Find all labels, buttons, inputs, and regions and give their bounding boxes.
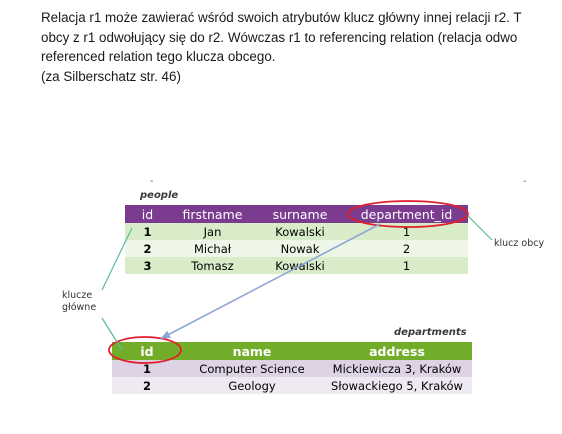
foreign-key-connector (467, 215, 493, 241)
departments-caption: departments (394, 327, 467, 338)
table-row: 1 Jan Kowalski 1 (125, 223, 468, 240)
table-row: 1 Computer Science Mickiewicza 3, Kraków (112, 360, 472, 377)
people-header-row: id firstname surname department_id (125, 205, 468, 223)
primary-keys-label-line: główne (62, 302, 97, 313)
departments-header-address: address (322, 342, 472, 360)
people-cell-id: 1 (125, 223, 170, 240)
people-cell-surname: Nowak (255, 240, 345, 257)
people-cell-id: 3 (125, 257, 170, 274)
department-pk-highlight (108, 336, 182, 364)
departments-table: id name address 1 Computer Science Micki… (112, 342, 472, 394)
departments-header-row: id name address (112, 342, 472, 360)
people-cell-firstname: Michał (170, 240, 255, 257)
paragraph-line: referenced relation tego klucza obcego. (41, 49, 276, 64)
departments-cell-address: Słowackiego 5, Kraków (322, 377, 472, 394)
people-cell-surname: Kowalski (255, 223, 345, 240)
people-cell-firstname: Jan (170, 223, 255, 240)
people-caption: people (140, 190, 179, 201)
paragraph-line: (za Silberschatz str. 46) (41, 68, 181, 84)
people-table: id firstname surname department_id 1 Jan… (125, 205, 468, 274)
table-row: 2 Geology Słowackiego 5, Kraków (112, 377, 472, 394)
people-header-id: id (125, 205, 170, 223)
departments-cell-id: 2 (112, 377, 182, 394)
people-header-surname: surname (255, 205, 345, 223)
dash-mark: - (150, 176, 154, 187)
primary-keys-label-line: klucze (62, 290, 93, 301)
departments-cell-name: Geology (182, 377, 322, 394)
department-id-highlight (347, 200, 469, 228)
people-cell-department-id: 2 (345, 240, 468, 257)
paragraph: Relacja r1 może zawierać wśród swoich at… (41, 8, 562, 86)
departments-cell-id: 1 (112, 360, 182, 377)
people-header-department-id: department_id (345, 205, 468, 223)
primary-key-connector-departments (101, 317, 123, 351)
people-cell-firstname: Tomasz (170, 257, 255, 274)
table-row: 2 Michał Nowak 2 (125, 240, 468, 257)
paragraph-line: obcy z r1 odwołujący się do r2. Wówczas … (41, 29, 518, 45)
foreign-key-label: klucz obcy (494, 238, 545, 249)
reference-arrow (160, 223, 381, 339)
people-cell-department-id: 1 (345, 223, 468, 240)
departments-cell-name: Computer Science (182, 360, 322, 377)
primary-key-connector-people (101, 227, 133, 291)
primary-keys-label: klucze główne (62, 290, 96, 314)
people-cell-department-id: 1 (345, 257, 468, 274)
departments-header-name: name (182, 342, 322, 360)
people-header-firstname: firstname (170, 205, 255, 223)
departments-cell-address: Mickiewicza 3, Kraków (322, 360, 472, 377)
people-cell-id: 2 (125, 240, 170, 257)
departments-header-id: id (112, 342, 182, 360)
dash-mark: - (523, 176, 527, 187)
paragraph-line: Relacja r1 może zawierać wśród swoich at… (41, 10, 522, 25)
